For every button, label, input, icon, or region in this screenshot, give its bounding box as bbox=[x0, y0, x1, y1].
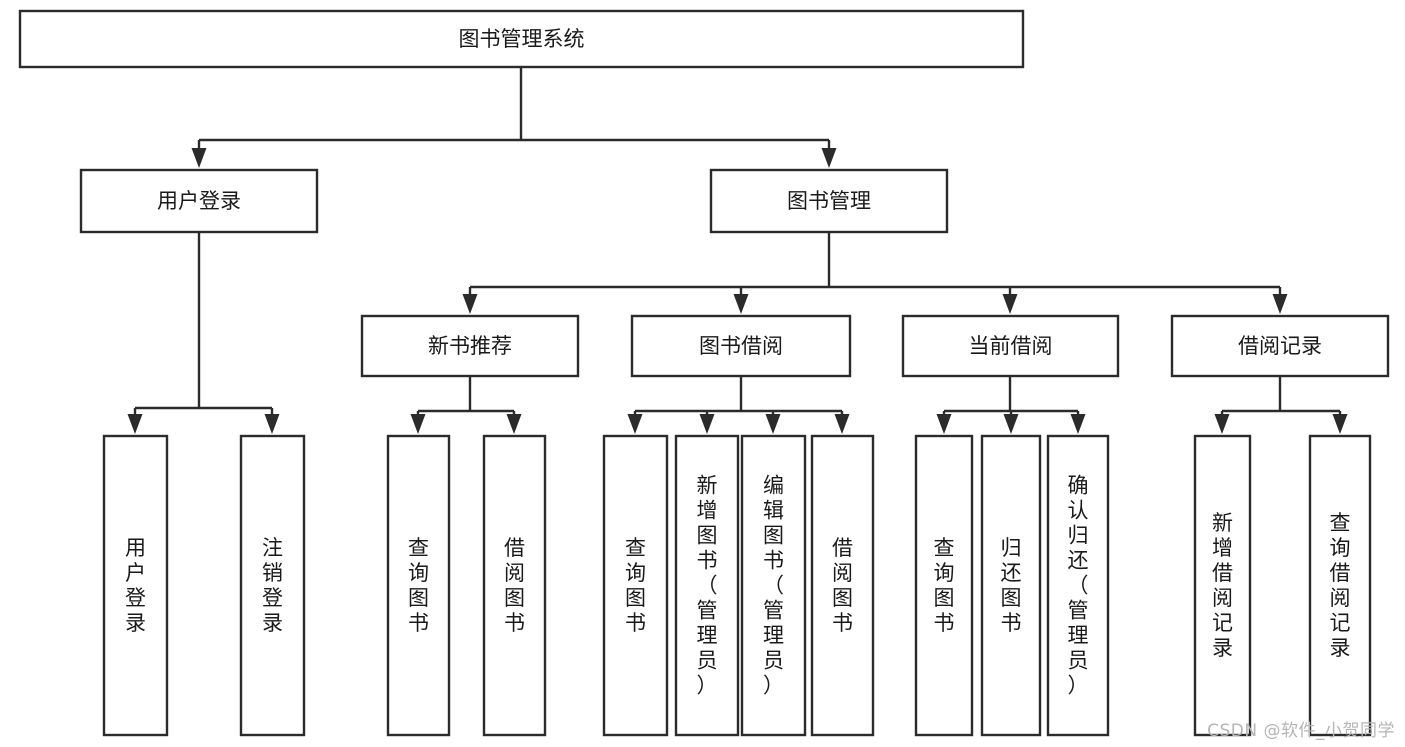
level3-node-label: 当前借阅 bbox=[969, 334, 1053, 358]
nodes-layer: 图书管理系统用户登录图书管理新书推荐图书借阅当前借阅借阅记录用户登录注销登录查询… bbox=[18, 9, 1390, 737]
level3-node-label: 新书推荐 bbox=[428, 334, 512, 358]
leaf-node-7[interactable]: 编辑图书（管理员） bbox=[740, 434, 807, 737]
root-node-1[interactable]: 图书管理系统 bbox=[18, 9, 1025, 69]
leaf-node-label: 新增图书（管理员） bbox=[697, 474, 718, 698]
leaf-node-1[interactable]: 用户登录 bbox=[102, 434, 169, 737]
level3-node-label: 图书借阅 bbox=[699, 334, 783, 358]
leaf-node-10[interactable]: 归还图书 bbox=[980, 434, 1042, 737]
level2-node-box[interactable] bbox=[709, 168, 949, 234]
level3-node-box[interactable] bbox=[360, 314, 580, 378]
connector-bookmgmt-to-level3 bbox=[462, 232, 1288, 314]
leaf-node-box[interactable] bbox=[1046, 434, 1110, 737]
connector-userlogin-to-leaves bbox=[127, 232, 280, 434]
level2-node-label: 用户登录 bbox=[157, 189, 241, 213]
leaf-node-2[interactable]: 注销登录 bbox=[239, 434, 306, 737]
level3-node-box[interactable] bbox=[1170, 314, 1390, 378]
leaf-node-label: 借阅图书 bbox=[504, 536, 525, 635]
leaf-node-11[interactable]: 确认归还（管理员） bbox=[1046, 434, 1110, 737]
leaf-node-label: 查询图书 bbox=[408, 536, 429, 635]
leaf-node-label: 查询借阅记录 bbox=[1330, 511, 1351, 660]
leaf-node-label: 查询图书 bbox=[934, 536, 955, 635]
leaf-node-label: 注销登录 bbox=[262, 536, 283, 635]
level3-node-box[interactable] bbox=[630, 314, 852, 378]
leaf-node-box[interactable] bbox=[980, 434, 1042, 737]
leaf-node-box[interactable] bbox=[482, 434, 547, 737]
leaf-node-box[interactable] bbox=[740, 434, 807, 737]
leaf-node-8[interactable]: 借阅图书 bbox=[810, 434, 875, 737]
leaf-node-box[interactable] bbox=[102, 434, 169, 737]
leaf-node-6[interactable]: 新增图书（管理员） bbox=[674, 434, 740, 737]
leaf-node-5[interactable]: 查询图书 bbox=[602, 434, 669, 737]
leaf-node-box[interactable] bbox=[602, 434, 669, 737]
leaf-node-box[interactable] bbox=[1308, 434, 1372, 737]
leaf-node-label: 编辑图书（管理员） bbox=[763, 474, 784, 698]
level2-node-label: 图书管理 bbox=[787, 189, 871, 213]
leaf-node-box[interactable] bbox=[810, 434, 875, 737]
leaf-node-label: 查询图书 bbox=[625, 536, 646, 635]
level3-node-box[interactable] bbox=[901, 314, 1120, 378]
leaf-node-box[interactable] bbox=[674, 434, 740, 737]
leaf-node-13[interactable]: 查询借阅记录 bbox=[1308, 434, 1372, 737]
root-node-label: 图书管理系统 bbox=[459, 27, 585, 51]
leaf-node-box[interactable] bbox=[239, 434, 306, 737]
root-node-box[interactable] bbox=[18, 9, 1025, 69]
level3-node-3[interactable]: 当前借阅 bbox=[901, 314, 1120, 378]
leaf-node-label: 归还图书 bbox=[1001, 536, 1022, 635]
leaf-node-3[interactable]: 查询图书 bbox=[386, 434, 451, 737]
level2-node-2[interactable]: 图书管理 bbox=[709, 168, 949, 234]
level2-node-1[interactable]: 用户登录 bbox=[79, 168, 319, 234]
connector-record-to-leaves bbox=[1214, 376, 1348, 434]
connector-current-to-leaves bbox=[936, 376, 1086, 434]
leaf-node-9[interactable]: 查询图书 bbox=[914, 434, 974, 737]
leaf-node-label: 用户登录 bbox=[125, 536, 146, 635]
connector-newbook-to-leaves bbox=[410, 376, 522, 434]
leaf-node-12[interactable]: 新增借阅记录 bbox=[1193, 434, 1252, 737]
csdn-watermark: CSDN @软件_小贺同学 bbox=[1207, 721, 1395, 741]
connector-borrow-to-leaves bbox=[627, 376, 850, 434]
connectors-layer bbox=[127, 67, 1348, 434]
leaf-node-label: 借阅图书 bbox=[832, 536, 853, 635]
leaf-node-4[interactable]: 借阅图书 bbox=[482, 434, 547, 737]
leaf-node-box[interactable] bbox=[1193, 434, 1252, 737]
level3-node-4[interactable]: 借阅记录 bbox=[1170, 314, 1390, 378]
level2-node-box[interactable] bbox=[79, 168, 319, 234]
level3-node-2[interactable]: 图书借阅 bbox=[630, 314, 852, 378]
level3-node-1[interactable]: 新书推荐 bbox=[360, 314, 580, 378]
leaf-node-label: 新增借阅记录 bbox=[1212, 511, 1233, 660]
connector-root-to-level2 bbox=[191, 67, 837, 168]
level3-node-label: 借阅记录 bbox=[1238, 334, 1322, 358]
leaf-node-box[interactable] bbox=[386, 434, 451, 737]
leaf-node-box[interactable] bbox=[914, 434, 974, 737]
leaf-node-label: 确认归还（管理员） bbox=[1068, 474, 1089, 698]
